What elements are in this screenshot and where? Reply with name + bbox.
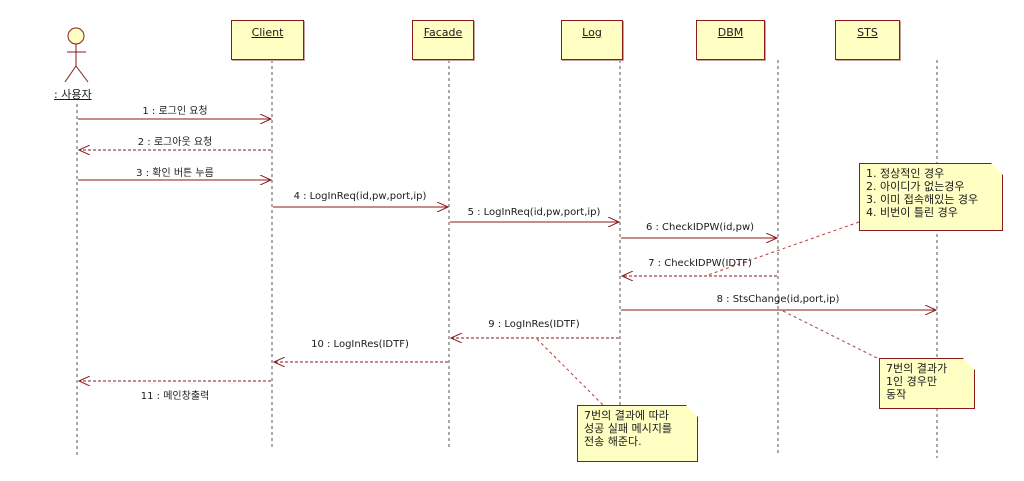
note-line: 성공 실패 메시지를: [584, 422, 672, 435]
message-label-7: 7 : CheckIDPW(IDTF): [648, 258, 752, 269]
message-label-6: 6 : CheckIDPW(id,pw): [645, 222, 755, 233]
note-line: 7번의 결과에 따라: [584, 409, 669, 422]
object-facade-label: Facade: [423, 26, 463, 39]
object-sts-label: STS: [857, 26, 878, 39]
object-dbm[interactable]: DBM: [696, 20, 765, 60]
note-line: 전송 해준다.: [584, 435, 642, 448]
note-line: 4. 비번이 틀린 경우: [866, 206, 958, 219]
note-line: 7번의 결과가: [886, 362, 948, 375]
object-facade[interactable]: Facade: [412, 20, 474, 60]
actor-label: : 사용자: [54, 88, 92, 101]
note-result-message[interactable]: 7번의 결과에 따라 성공 실패 메시지를 전송 해준다.: [577, 405, 698, 462]
object-sts[interactable]: STS: [835, 20, 900, 60]
note-line: 3. 이미 접속해있는 경우: [866, 193, 979, 206]
note-line: 1인 경우만: [886, 375, 937, 388]
message-label-10: 10 : LogInRes(IDTF): [311, 339, 409, 350]
object-client-label: Client: [251, 26, 284, 39]
note-connector-result-message: [536, 338, 604, 406]
message-label-11: 11 : 메인창출력: [140, 391, 210, 402]
message-label-2: 2 : 로그아웃 요청: [137, 137, 213, 148]
object-log[interactable]: Log: [561, 20, 623, 60]
message-label-9: 9 : LogInRes(IDTF): [488, 319, 580, 330]
note-line: 동작: [886, 388, 907, 401]
message-label-5: 5 : LogInReq(id,pw,port,ip): [467, 207, 601, 218]
message-label-4: 4 : LogInReq(id,pw,port,ip): [293, 191, 427, 202]
note-line: 2. 아이디가 없는경우: [866, 180, 965, 193]
message-label-8: 8 : StsChange(id,port,ip): [716, 294, 840, 305]
note-line: 1. 정상적인 경우: [866, 167, 945, 180]
note-connector-sts-condition: [782, 310, 880, 360]
object-dbm-label: DBM: [717, 26, 744, 39]
message-label-1: 1 : 로그인 요청: [142, 106, 208, 117]
actor-icon: [64, 27, 89, 83]
message-label-3: 3 : 확인 버튼 누름: [136, 168, 214, 179]
object-log-label: Log: [582, 26, 602, 39]
note-sts-condition[interactable]: 7번의 결과가 1인 경우만 동작: [879, 358, 975, 409]
note-check-result[interactable]: 1. 정상적인 경우 2. 아이디가 없는경우 3. 이미 접속해있는 경우 4…: [859, 163, 1003, 231]
object-client[interactable]: Client: [231, 20, 304, 60]
